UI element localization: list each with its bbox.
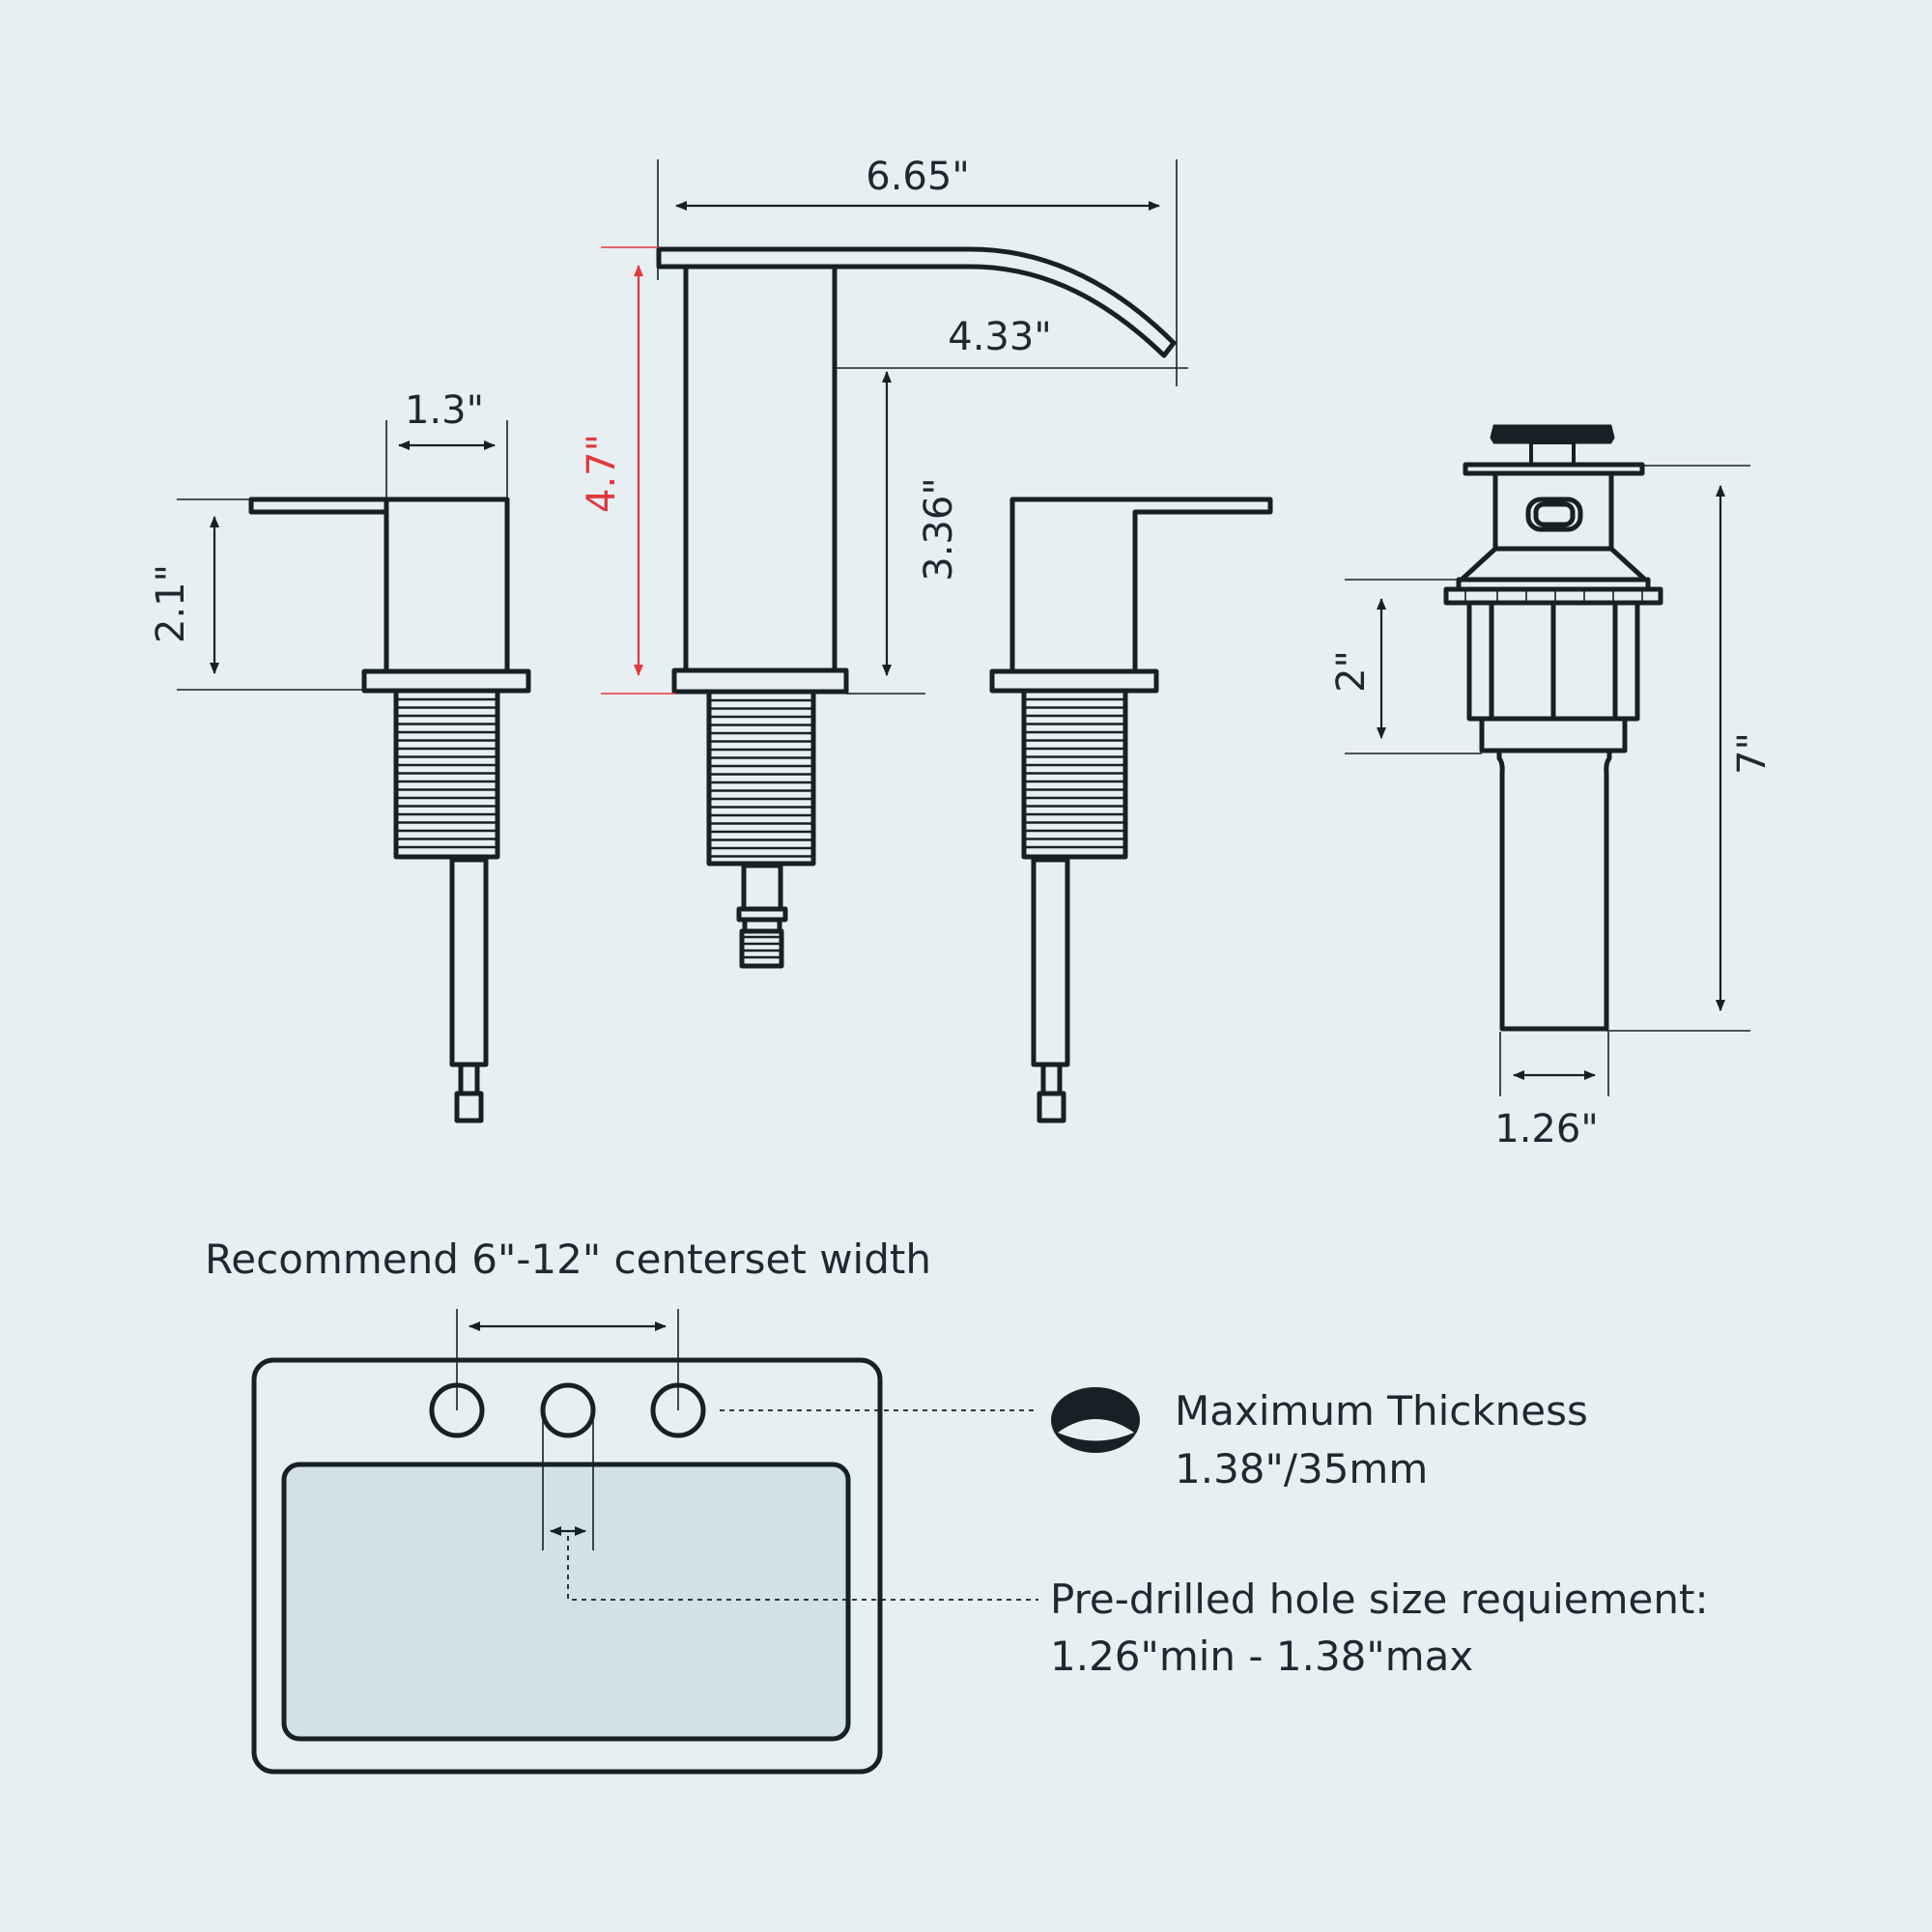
dim-spout-total-height: 4.7" — [580, 246, 676, 695]
dimension-label: 1.26" — [1494, 1107, 1598, 1151]
dimension-label: 1.3" — [405, 388, 484, 433]
dimension-label: 2.1" — [149, 564, 193, 643]
dim-handle-height: 2.1" — [149, 498, 364, 691]
centerset-note: Recommend 6"-12" centerset width — [205, 1236, 931, 1283]
pop-up-drain — [1443, 424, 1663, 1032]
thickness-value: 1.38"/35mm — [1175, 1445, 1428, 1492]
dim-drain-tube-width: 1.26" — [1494, 1032, 1609, 1151]
thickness-leader — [720, 1387, 1140, 1453]
thread-lines — [709, 698, 813, 858]
dim-spout-length: 6.65" — [657, 155, 1178, 386]
dimension-label: 3.36" — [917, 477, 961, 581]
sink-top-view — [251, 1357, 883, 1775]
hole-size-title: Pre-drilled hole size requiement: — [1050, 1576, 1709, 1623]
spout — [656, 246, 1177, 969]
dim-drain-body-height: 2" — [1329, 579, 1482, 754]
dimension-label: 4.33" — [948, 315, 1051, 359]
thread-lines — [1024, 697, 1125, 849]
thickness-icon — [1051, 1387, 1140, 1453]
sink-hole-right — [650, 1382, 706, 1438]
thickness-title: Maximum Thickness — [1175, 1387, 1588, 1435]
thread-lines — [742, 935, 781, 959]
dim-drain-total-height: 7" — [1606, 465, 1775, 1032]
dimension-label: 4.7" — [580, 434, 624, 513]
dimension-label: 2" — [1329, 650, 1374, 693]
dim-spout-body-height: 3.36" — [846, 371, 961, 695]
hole-size-value: 1.26"min - 1.38"max — [1050, 1633, 1473, 1680]
right-handle — [989, 497, 1273, 1123]
left-handle — [248, 497, 531, 1123]
dim-handle-width: 1.3" — [385, 388, 508, 502]
dim-spout-reach: 4.33" — [835, 315, 1188, 369]
sink-hole-left — [429, 1382, 485, 1438]
sink-hole-center — [540, 1382, 596, 1438]
hole-size-dimension — [542, 1410, 1038, 1601]
dimension-label: 7" — [1730, 732, 1775, 775]
dimension-label: 6.65" — [866, 155, 969, 199]
thread-lines — [396, 697, 497, 849]
